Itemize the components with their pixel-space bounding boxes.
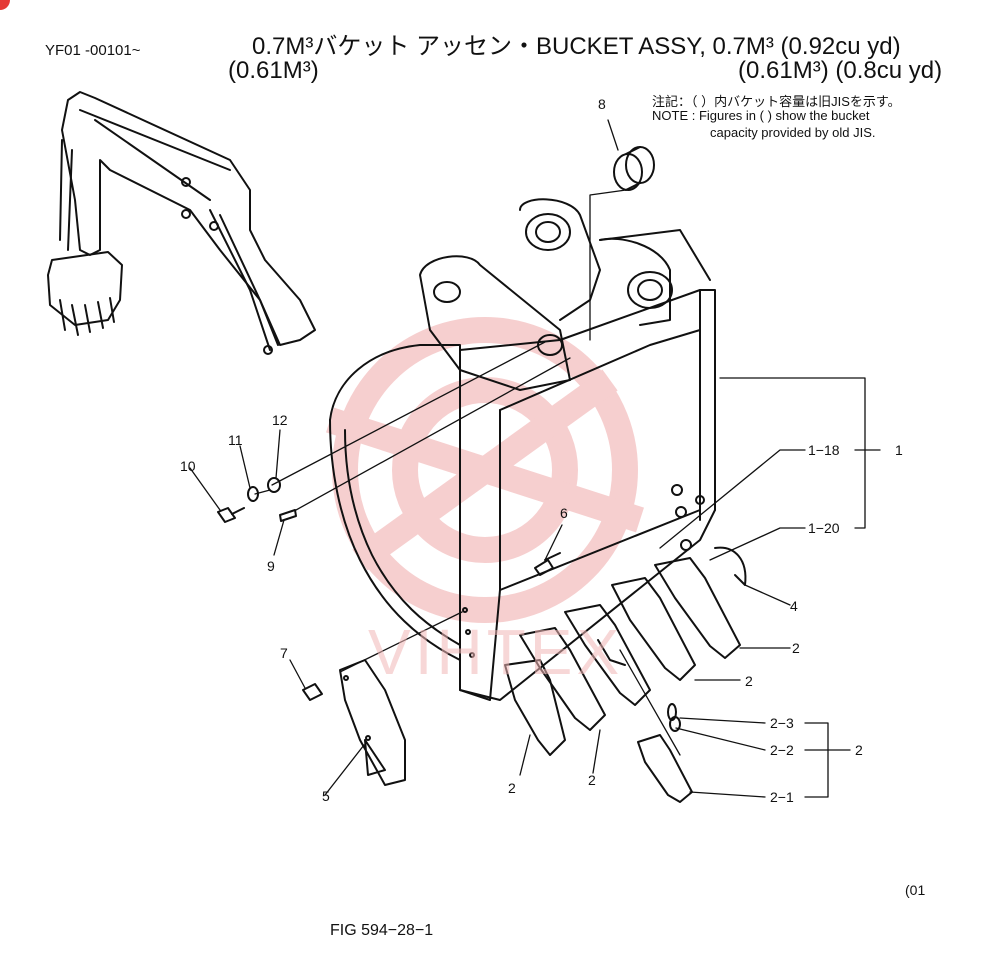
callout-4: 4 xyxy=(790,598,798,614)
callout-8: 8 xyxy=(598,96,606,112)
page-reference: (01 xyxy=(905,882,926,898)
callout-9: 9 xyxy=(267,558,275,574)
callout-7: 7 xyxy=(280,645,288,661)
note-english-line-1: NOTE : Figures in ( ) show the bucket xyxy=(652,108,870,123)
callout-2-d: 2 xyxy=(588,772,596,788)
side-cutter-plate xyxy=(339,659,406,786)
serial-code: YF01 -00101~ xyxy=(45,42,141,59)
callout-2-c: 2 xyxy=(508,780,516,796)
callout-10: 10 xyxy=(180,458,196,474)
callout-2-a: 2 xyxy=(792,640,800,656)
callout-6: 6 xyxy=(560,505,568,521)
title-line-1: 0.7M³バケット アッセン・BUCKET ASSY, 0.7M³ (0.92c… xyxy=(252,33,901,60)
bucket-teeth xyxy=(504,546,747,756)
pin-cap xyxy=(613,146,655,191)
callout-1-20: 1−20 xyxy=(808,520,840,536)
callout-2-b: 2 xyxy=(745,673,753,689)
watermark-text: VIHTEX xyxy=(368,616,624,688)
watermark-logo xyxy=(326,317,644,623)
note-japanese: 注記：（ ）内バケット容量は旧JISを示す。 xyxy=(652,94,901,109)
title-line-2-right: (0.61M³) (0.8cu yd) xyxy=(738,57,943,84)
callout-2-group: 2 xyxy=(855,742,863,758)
callout-1: 1 xyxy=(895,442,903,458)
callout-2-3: 2−3 xyxy=(770,715,794,731)
callout-11: 11 xyxy=(228,432,243,448)
callout-12: 12 xyxy=(272,412,288,428)
callout-5: 5 xyxy=(322,788,330,804)
title-line-2-left: (0.61M³) xyxy=(228,57,319,84)
note-english-line-2: capacity provided by old JIS. xyxy=(710,125,876,140)
leader-lines xyxy=(189,119,881,798)
callout-2-1: 2−1 xyxy=(770,789,794,805)
figure-id: FIG 594−28−1 xyxy=(330,922,434,939)
callout-1-18: 1−18 xyxy=(808,442,840,458)
excavator-arm-illustration xyxy=(47,91,316,355)
tooth-exploded-parts xyxy=(637,703,693,803)
fasteners xyxy=(217,477,561,701)
corner-marker xyxy=(0,0,10,10)
callout-2-2: 2−2 xyxy=(770,742,794,758)
